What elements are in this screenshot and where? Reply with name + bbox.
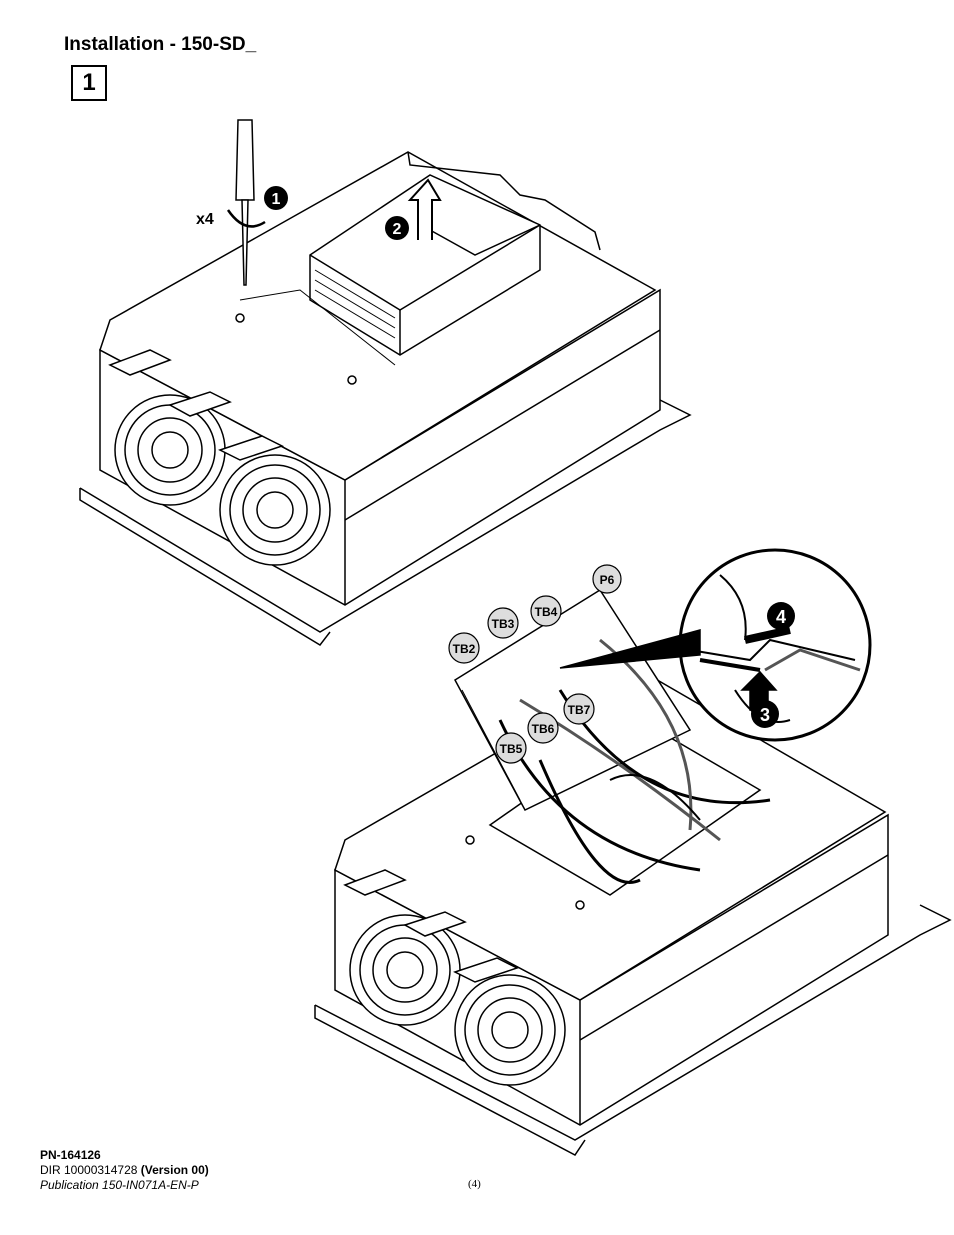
callout-2-badge [385,216,409,240]
terminal-tb3: TB3 [487,607,519,639]
svg-text:TB3: TB3 [492,617,515,631]
part-number: PN-164126 [40,1148,101,1162]
figure-wiring [314,548,952,1156]
callout-4-badge [767,602,795,630]
svg-text:TB6: TB6 [532,722,555,736]
svg-text:P6: P6 [600,573,615,587]
svg-text:TB7: TB7 [568,703,591,717]
dir-version: (Version 00) [140,1163,209,1177]
page-number: (4) [468,1178,481,1190]
publication-number: Publication 150-IN071A-EN-P [40,1178,199,1192]
footer: PN-164126 DIR 10000314728 (Version 00) P… [40,1148,209,1193]
dir-number: DIR 10000314728 [40,1163,141,1177]
callout-2: 2 [393,221,402,238]
callout-1-badge [264,186,288,210]
svg-text:TB4: TB4 [535,605,558,619]
page-title: Installation - 150-SD_ [64,34,257,55]
figure-cover-removal [79,119,692,646]
terminal-tb5: TB5 [495,732,527,764]
terminal-p6: P6 [592,564,622,594]
terminal-tb7: TB7 [563,693,595,725]
step-number-box: 1 [71,65,107,101]
multiplier-label: x4 [196,211,214,228]
callout-3: 3 [760,705,770,725]
dir-line: DIR 10000314728 (Version 00) [40,1163,209,1178]
svg-text:TB5: TB5 [500,742,523,756]
callout-1: 1 [272,191,281,208]
terminal-tb2: TB2 [448,632,480,664]
terminal-tb4: TB4 [530,595,562,627]
figure2-labels: P6 TB4 TB3 TB2 TB7 TB6 TB5 4 3 [448,564,795,764]
callout-4: 4 [776,607,786,627]
terminal-tb6: TB6 [527,712,559,744]
figure1-labels: x4 1 2 [196,186,409,240]
callout-3-badge [751,700,779,728]
svg-text:TB2: TB2 [453,642,476,656]
